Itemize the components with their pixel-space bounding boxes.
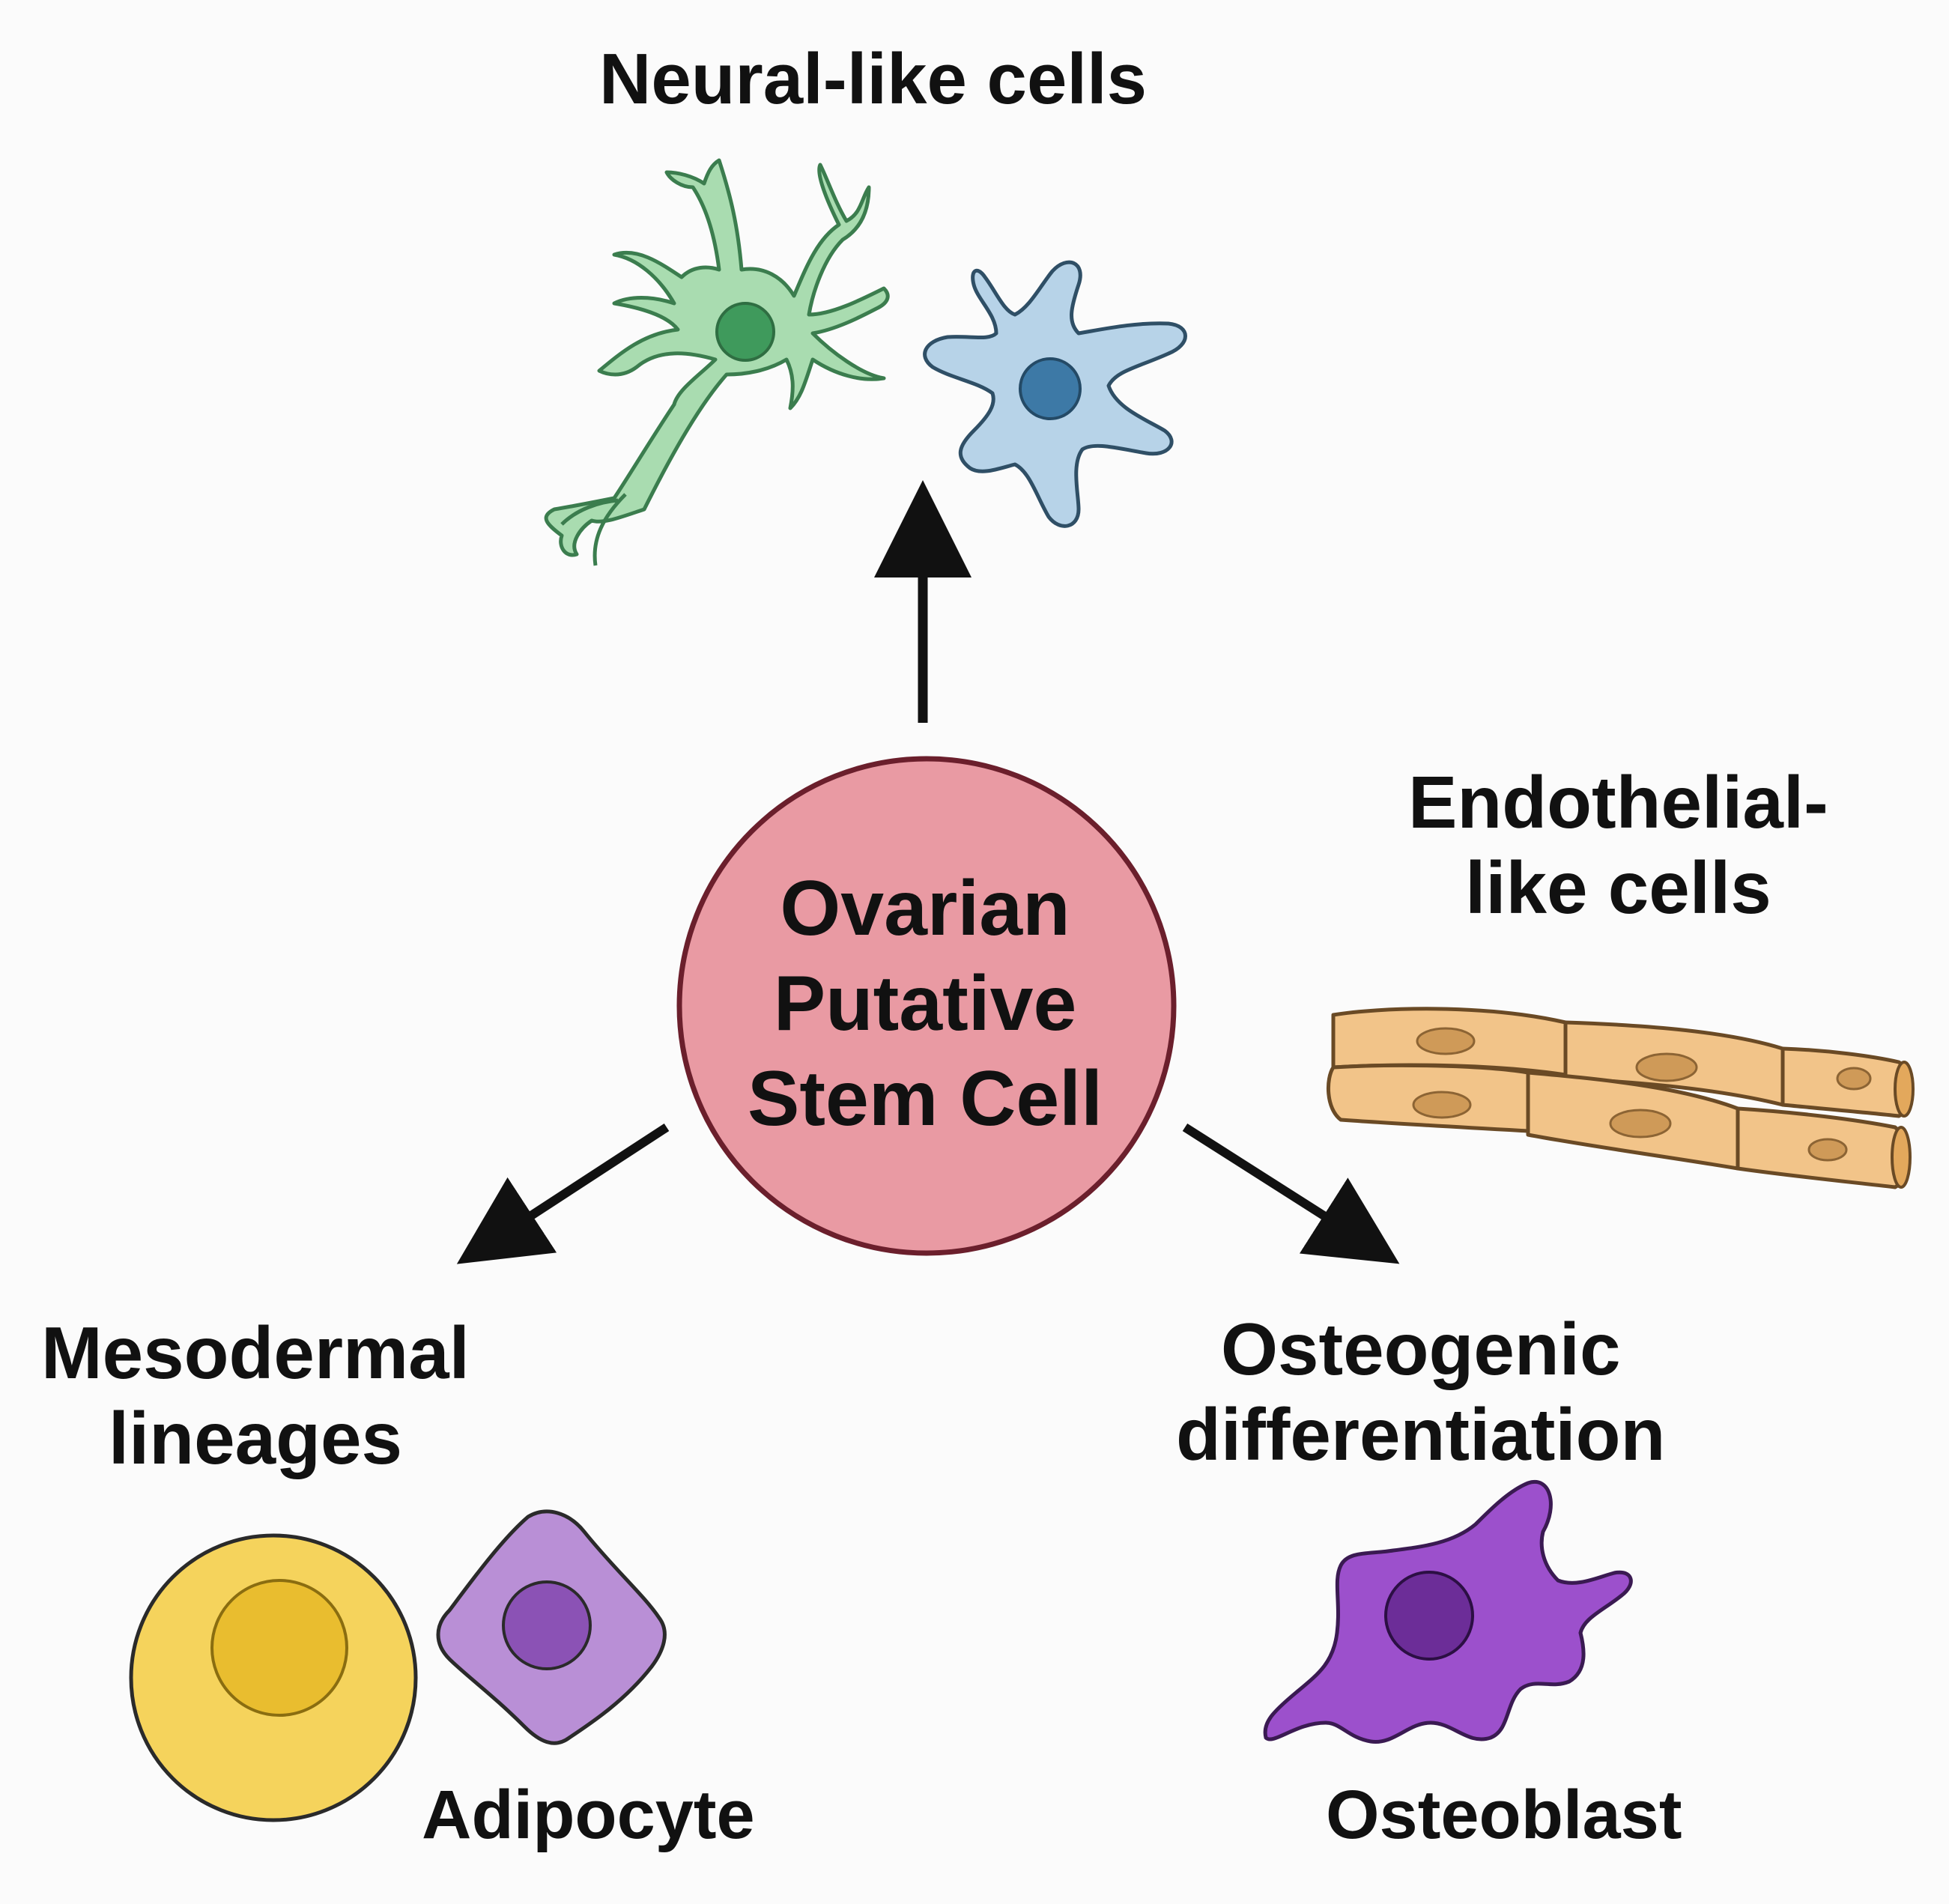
osteoblast-cell	[1263, 1479, 1633, 1744]
endothelial-cells	[1326, 1007, 1915, 1189]
neural-like-cells-label: Neural-like cells	[599, 39, 1148, 119]
adipocyte-label: Adipocyte	[422, 1777, 755, 1853]
stem-cell-label: Ovarian Putative Stem Cell	[678, 861, 1172, 1147]
endothelial-label-line-1: Endothelial-	[1408, 761, 1828, 843]
endothelial-label-line-2: like cells	[1465, 846, 1771, 929]
arrow-to-mesodermal	[456, 1123, 670, 1264]
mesenchymal-cell	[436, 1509, 667, 1745]
neuron-cell	[544, 158, 890, 566]
mesodermal-lineages-label: Mesodermal lineages	[41, 1311, 470, 1481]
arrow-to-osteogenic	[1182, 1123, 1400, 1264]
stem-cell-label-line-3: Stem Cell	[748, 1055, 1103, 1142]
glial-cell	[923, 260, 1187, 528]
osteoblast-label: Osteoblast	[1326, 1777, 1682, 1853]
osteogenic-differentiation-label: Osteogenic differentiation	[1176, 1307, 1665, 1477]
mesodermal-label-line-2: lineages	[108, 1396, 403, 1479]
endothelial-like-cells-label: Endothelial- like cells	[1408, 760, 1828, 930]
stem-cell-label-line-2: Putative	[773, 959, 1077, 1047]
glial-nucleus	[1019, 357, 1082, 420]
mesodermal-label-line-1: Mesodermal	[41, 1312, 470, 1394]
stem-cell-label-line-1: Ovarian	[780, 865, 1070, 952]
neuron-nucleus	[715, 302, 775, 362]
osteogenic-label-line-2: differentiation	[1176, 1392, 1666, 1476]
arrows	[456, 480, 1400, 1264]
adipocyte-yellow-cell	[129, 1533, 418, 1822]
osteogenic-label-line-1: Osteogenic	[1220, 1308, 1621, 1390]
stem-cell-circle	[676, 756, 1177, 1256]
